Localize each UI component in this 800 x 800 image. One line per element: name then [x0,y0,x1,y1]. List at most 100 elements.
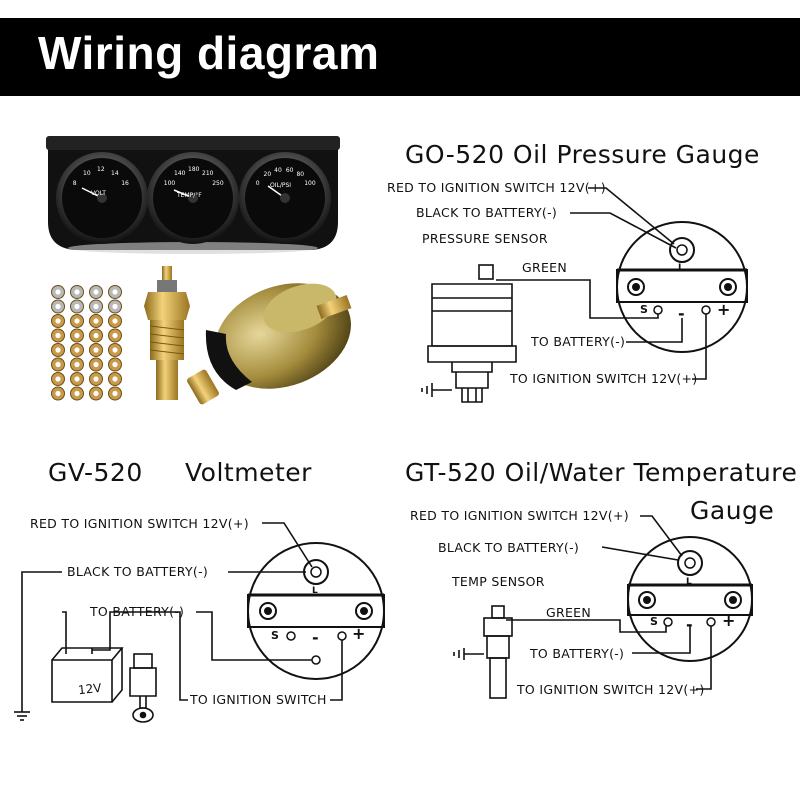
washer-hole [74,318,80,324]
washer-hole [55,347,61,353]
washer-hole [55,318,61,324]
oil-pressure-battery-label: TO BATTERY(-) [531,334,626,349]
voltmeter-wires [21,522,343,712]
washer-hole [93,361,99,368]
voltmeter-black-wire-label: BLACK TO BATTERY(-) [67,564,209,579]
temp-sensor-photo [144,266,190,400]
temp-sensor-drawing [453,605,513,699]
volt-gauge-label: VOLT [91,190,106,197]
oil-gauge-label: OIL/PSI [270,182,292,189]
voltmeter-terminal-s: S [271,629,279,642]
washer-hole [74,303,80,310]
temp-gauge-photo [147,152,239,244]
temperature-terminal-minus: - [686,615,693,634]
temperature-terminal-plus: + [722,611,736,630]
gauge-tick-label: 100 [163,180,176,187]
washer-hole [74,376,80,382]
washer-hole [112,289,118,295]
washer-hole [74,347,80,353]
temperature-ignition-label: TO IGNITION SWITCH 12V(+) [517,682,705,697]
temperature-terminal-l: L [686,577,692,587]
oil-pressure-wires [496,187,707,380]
temperature-gauge-drawing [627,536,753,662]
washer-hole [112,303,118,310]
gauge-tick-label: 180 [188,166,200,173]
voltmeter-terminal-l: L [312,586,318,596]
ignition-key-drawing [129,653,157,723]
voltmeter-drawing [247,542,385,680]
voltmeter-battery-label: TO BATTERY(-) [90,604,185,619]
washer-hole [93,318,99,324]
temperature-green-label: GREEN [546,605,592,620]
washer-hole [93,332,99,339]
oil-pressure-terminal-l: L [678,263,684,273]
gauge-tick-label: 14 [111,169,119,177]
gauge-tick-label: 0 [255,180,260,187]
oil-pressure-red-wire-label: RED TO IGNITION SWITCH 12V(+) [387,180,606,195]
gauge-tick-label: 100 [304,180,316,187]
temperature-title-line2: Gauge [690,496,775,525]
voltmeter-title-name: Voltmeter [185,458,312,487]
washer-hole [93,390,99,397]
battery-12v-label: 12V [77,680,103,698]
washer-hole [112,332,118,339]
washer-hole [93,289,99,295]
washer-hole [74,390,80,397]
gauge-tick-label: 12 [97,166,105,173]
page-title: Wiring diagram [38,27,380,79]
voltmeter-ignition-label: TO IGNITION SWITCH [190,692,327,707]
voltmeter-title-code: GV-520 [48,458,143,487]
washer-hole [112,361,118,368]
oil-pressure-terminal-s: S [640,303,648,316]
oil-pressure-gauge-drawing [616,221,748,353]
voltmeter-red-wire-label: RED TO IGNITION SWITCH 12V(+) [30,516,249,531]
washer-hole [55,289,61,295]
hardware-nuts-washers-photo [51,285,122,401]
gauge-panel-photo [46,136,340,254]
washer-hole [93,347,99,353]
oil-pressure-terminal-plus: + [717,300,731,319]
temperature-battery-label: TO BATTERY(-) [530,646,625,661]
gauge-tick-label: 10 [83,169,91,177]
washer-hole [55,361,61,368]
oil-pressure-terminal-minus: - [678,304,685,323]
washer-hole [112,347,118,353]
gauge-tick-label: 40 [274,166,282,174]
oil-pressure-green-label: GREEN [522,260,568,275]
volt-gauge-photo [56,152,148,244]
battery-drawing [51,647,124,703]
washer-hole [55,332,61,339]
washer-hole [55,376,61,382]
gauge-tick-label: 20 [263,171,272,179]
voltmeter-terminal-minus: - [312,628,319,647]
washer-hole [93,376,99,382]
voltmeter-ground [14,711,30,721]
washer-hole [112,318,118,324]
washer-hole [74,361,80,368]
gauge-tick-label: 80 [296,171,305,179]
washer-hole [74,289,80,295]
header-bar: Wiring diagram [0,18,800,96]
temp-gauge-label: TEMP/°F [177,192,202,199]
washer-hole [55,303,61,310]
oil-pressure-black-wire-label: BLACK TO BATTERY(-) [416,205,558,220]
gauge-tick-label: 210 [202,169,214,177]
washer-hole [55,390,61,397]
oil-gauge-photo [239,152,331,244]
voltmeter-terminal-plus: + [352,624,366,643]
pressure-sensor-photo [187,283,352,405]
gauge-tick-label: 8 [72,180,77,187]
washer-hole [112,376,118,382]
temperature-title-line1: GT-520 Oil/Water Temperature [405,458,798,487]
oil-pressure-title: GO-520 Oil Pressure Gauge [405,140,760,169]
gauge-tick-label: 16 [121,180,129,187]
temperature-wires [506,515,712,690]
gauge-tick-label: 60 [285,166,294,174]
washer-hole [74,332,80,339]
washer-hole [112,390,118,397]
pressure-sensor-drawing [421,264,517,403]
gauge-tick-label: 250 [212,180,224,187]
temperature-sensor-label: TEMP SENSOR [452,574,545,589]
oil-pressure-sensor-label: PRESSURE SENSOR [422,231,548,246]
